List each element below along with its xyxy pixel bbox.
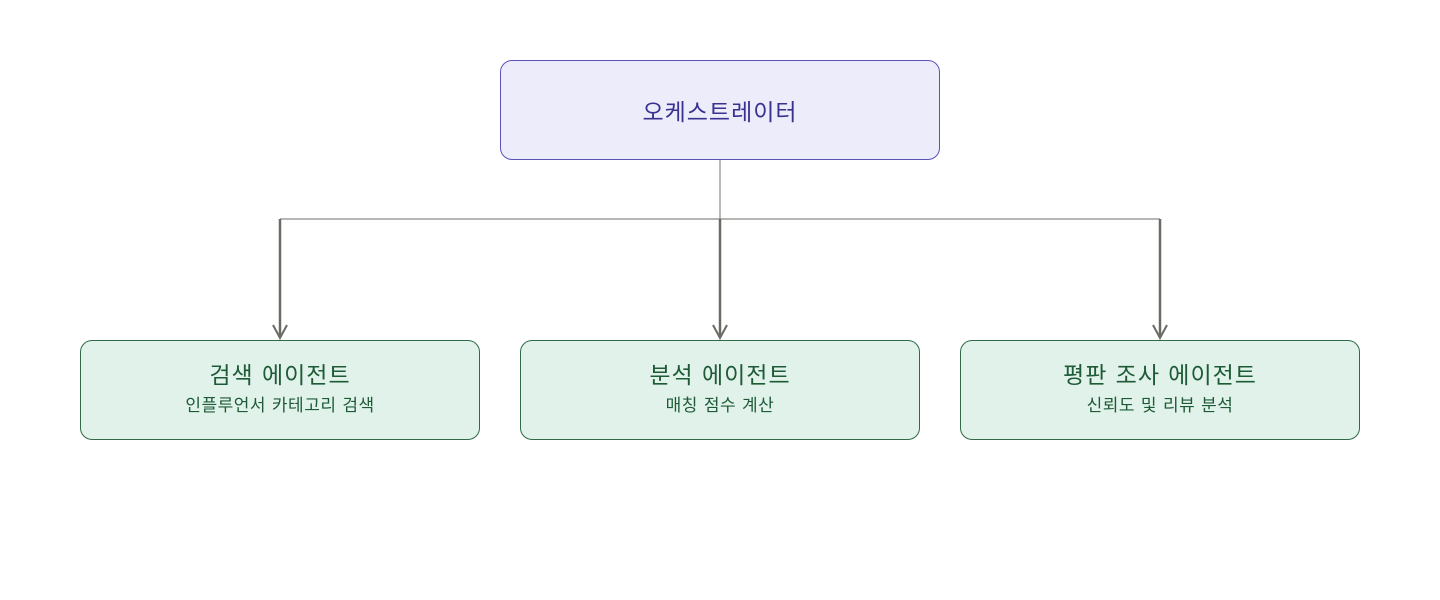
search-agent-node: 검색 에이전트 인플루언서 카테고리 검색 [80,340,480,440]
analysis-agent-title: 분석 에이전트 [649,363,791,389]
analysis-agent-node: 분석 에이전트 매칭 점수 계산 [520,340,920,440]
analysis-agent-subtitle: 매칭 점수 계산 [665,396,775,416]
arrowhead-reputation [1152,324,1168,341]
arrowhead-analysis [712,324,728,341]
orchestrator-node: 오케스트레이터 [500,60,940,160]
orchestrator-title: 오케스트레이터 [642,100,798,126]
search-agent-subtitle: 인플루언서 카테고리 검색 [185,396,375,416]
search-agent-title: 검색 에이전트 [209,363,351,389]
reputation-agent-subtitle: 신뢰도 및 리뷰 분석 [1086,396,1234,416]
reputation-agent-title: 평판 조사 에이전트 [1063,363,1257,389]
arrowhead-search [272,324,288,341]
reputation-agent-node: 평판 조사 에이전트 신뢰도 및 리뷰 분석 [960,340,1360,440]
